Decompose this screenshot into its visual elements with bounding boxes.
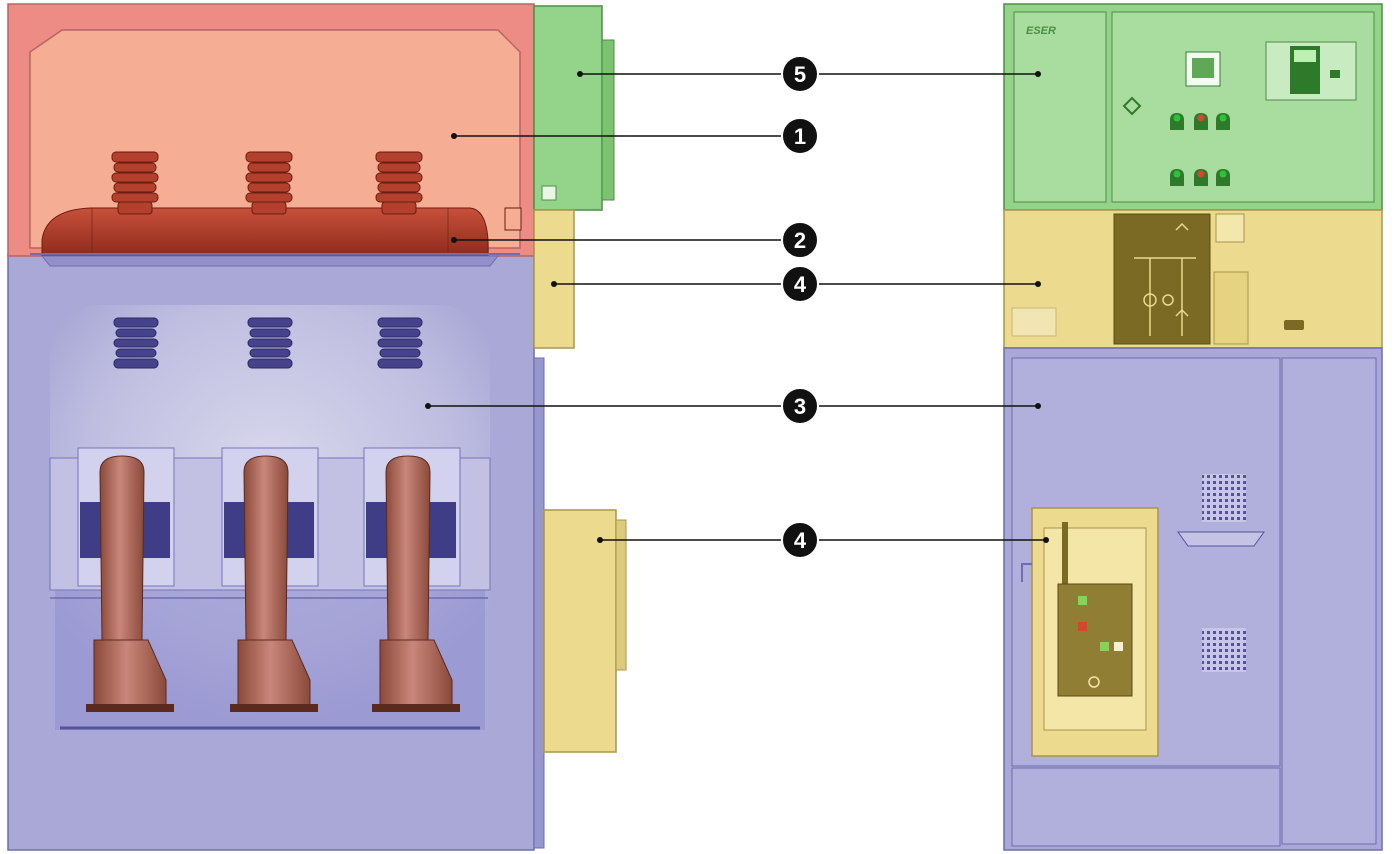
- callout-marker-2: 2: [781, 221, 819, 259]
- callout-label-2: 2: [794, 228, 806, 253]
- side-view: [7, 3, 627, 851]
- busbar-tube: [41, 207, 489, 257]
- callout-leaders: [428, 73, 1046, 541]
- side-mechanism-box-upper: [533, 209, 575, 349]
- indicator-buttons: [1170, 113, 1230, 186]
- callout-marker-1: 1: [781, 117, 819, 155]
- side-mechanism-box-lower: [543, 509, 617, 753]
- green-indicator-1: [1078, 596, 1087, 605]
- red-indicator: [1078, 622, 1087, 631]
- green-indicator-2: [1100, 642, 1109, 651]
- vent-grille-upper: [1202, 474, 1246, 522]
- front-view: ESER: [1003, 3, 1383, 851]
- lower-insulators: [113, 317, 423, 369]
- callout-label-4-upper: 4: [794, 272, 807, 297]
- callout-marker-4-lower: 4: [781, 521, 819, 559]
- brand-label: ESER: [1026, 25, 1056, 37]
- mimic-diagram-panel: [1113, 213, 1211, 345]
- callout-label-5: 5: [794, 62, 806, 87]
- callout-marker-5: 5: [781, 55, 819, 93]
- callout-marker-3: 3: [781, 387, 819, 425]
- callout-label-4-lower: 4: [794, 528, 807, 553]
- leader-end-dots: [425, 71, 1049, 543]
- upper-insulators: [111, 151, 423, 215]
- callout-marker-4-upper: 4: [781, 265, 819, 303]
- white-indicator: [1114, 642, 1123, 651]
- callout-label-1: 1: [794, 124, 806, 149]
- breaker-poles: [49, 447, 491, 712]
- callout-label-3: 3: [794, 394, 806, 419]
- side-lv-compartment: [533, 5, 603, 211]
- breaker-control-panel: [1057, 583, 1133, 697]
- vent-grille-lower: [1202, 628, 1246, 672]
